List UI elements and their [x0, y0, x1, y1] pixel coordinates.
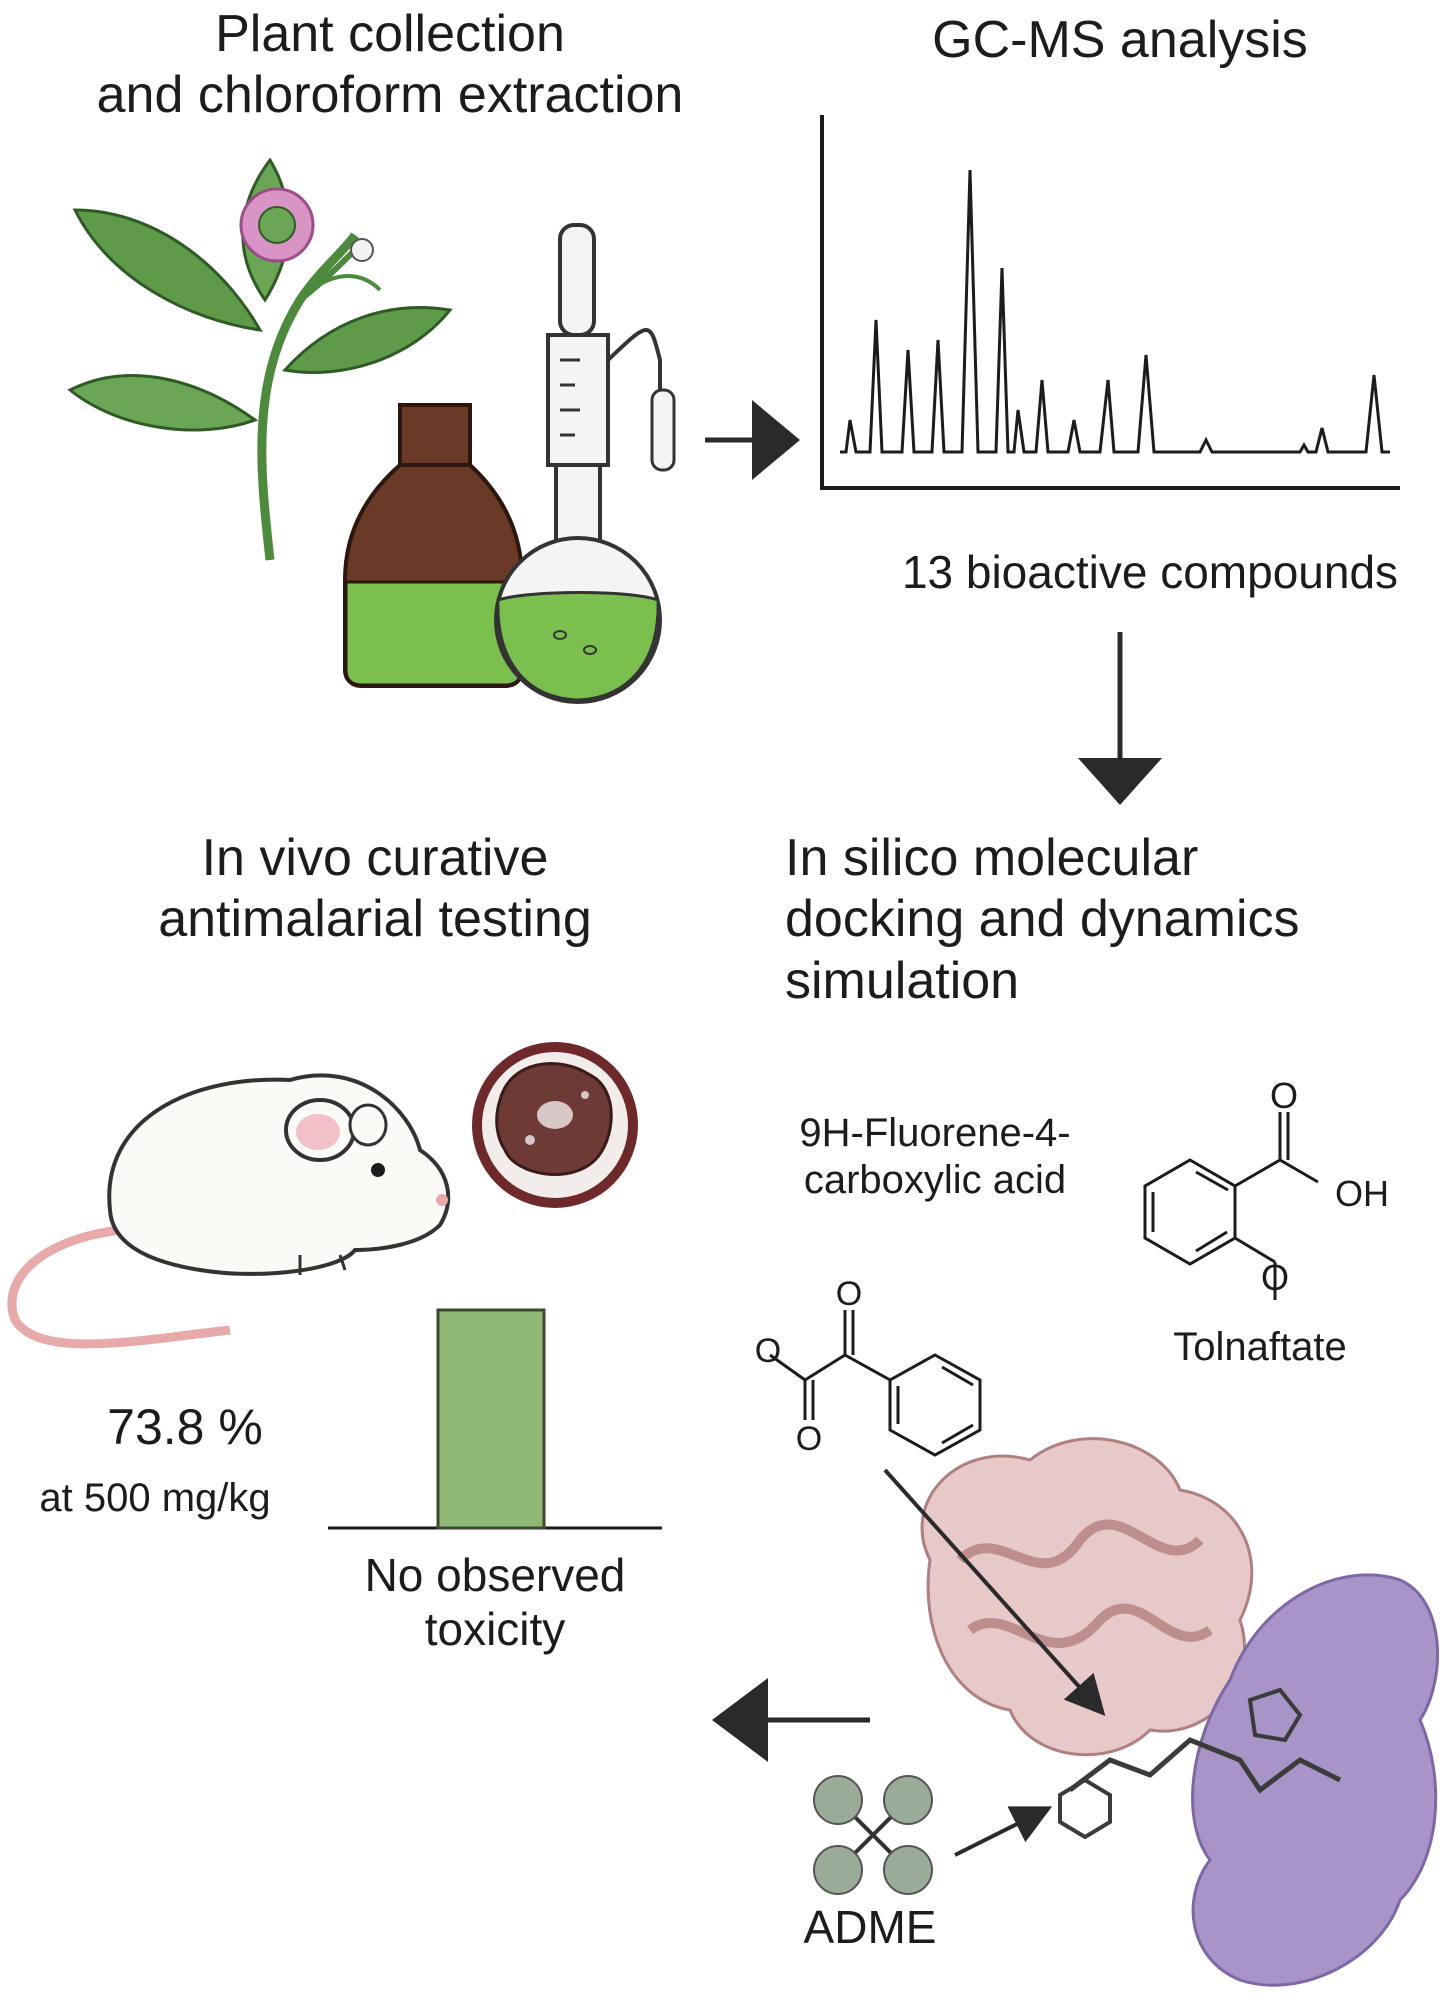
- fluorene-label: 9H-Fluorene-4- carboxylic acid: [755, 1110, 1115, 1204]
- fluorene-label-line2: carboxylic acid: [803, 1158, 1067, 1203]
- tolnaftate-label: Tolnaftate: [1173, 1325, 1347, 1369]
- atom-o-3: O: [755, 1332, 781, 1370]
- dose-label: at 500 mg/kg: [39, 1476, 271, 1520]
- insilico-title: In silico molecular docking and dynamics…: [785, 828, 1425, 1012]
- toxicity-label-line2: toxicity: [424, 1603, 566, 1656]
- toxicity-label-line1: No observed: [364, 1549, 626, 1601]
- invivo-title-line2: antimalarial testing: [158, 890, 592, 949]
- arrow-to-gcms: [705, 400, 800, 480]
- adme-network-icon: [813, 1775, 933, 1895]
- atom-o-5: O: [796, 1420, 822, 1458]
- collection-title: Plant collection and chloroform extracti…: [40, 4, 740, 127]
- ketoacid-structure-icon: [769, 1310, 982, 1457]
- efficacy-bar: [436, 1308, 546, 1530]
- mouse-icon: [7, 1073, 451, 1349]
- chromatogram-icon: [820, 115, 1400, 490]
- toxicity-bar-chart: [328, 1308, 662, 1530]
- collection-title-line1: Plant collection: [215, 5, 565, 63]
- adme-label: ADME: [803, 1901, 937, 1953]
- adme-to-protein-arrow: [954, 1806, 1053, 1857]
- soxhlet-apparatus-icon: [494, 223, 676, 704]
- efficacy-value: 73.8 %: [107, 1399, 263, 1455]
- atom-o-1: O: [1270, 1075, 1298, 1116]
- fluorene-label-line1: 9H-Fluorene-4-: [799, 1111, 1071, 1155]
- invivo-title-line1: In vivo curative: [201, 829, 549, 887]
- invivo-title: In vivo curative antimalarial testing: [60, 828, 690, 951]
- fluorene-structure-icon: [1143, 1112, 1319, 1300]
- insilico-title-line1: In silico molecular: [785, 829, 1199, 887]
- atom-o-2: O: [1261, 1257, 1289, 1298]
- arrow-to-invivo: [712, 1678, 870, 1762]
- insilico-title-line3: simulation: [785, 951, 1020, 1010]
- arrow-to-insilico: [1078, 632, 1162, 805]
- amber-bottle-icon: [343, 403, 524, 688]
- gcms-result-label: 13 bioactive compounds: [901, 546, 1399, 598]
- collection-title-line2: and chloroform extraction: [96, 66, 684, 125]
- docking-arrow: [883, 1468, 1106, 1716]
- insilico-title-line2: docking and dynamics: [785, 890, 1300, 949]
- plant-icon: [67, 157, 453, 561]
- atom-oh: OH: [1335, 1173, 1389, 1214]
- gcms-title: GC-MS analysis: [932, 11, 1308, 69]
- parasite-cell-icon: [472, 1042, 638, 1208]
- atom-o-4: O: [836, 1275, 862, 1313]
- protein-complex-icon: [920, 1437, 1440, 1987]
- toxicity-label: No observed toxicity: [300, 1548, 690, 1657]
